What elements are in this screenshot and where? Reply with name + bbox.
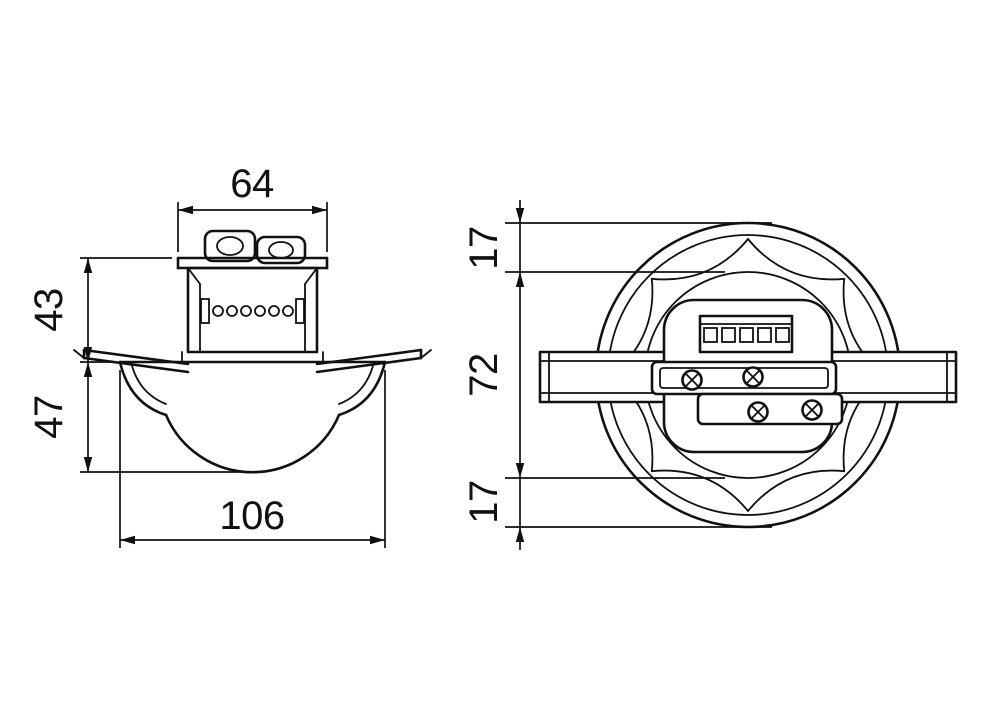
mounting-strap-left <box>538 350 670 404</box>
trim-and-dome <box>118 360 387 474</box>
dimension-106: 106 <box>119 370 386 548</box>
dim-label-17-top: 17 <box>462 226 506 270</box>
rear-view: 17 72 17 <box>462 200 958 550</box>
dim-label-106: 106 <box>219 494 284 538</box>
dimension-43: 43 <box>27 257 172 363</box>
terminal-block <box>698 314 794 354</box>
dome-lens <box>164 413 341 474</box>
housing-body <box>176 256 329 363</box>
side-view: 64 43 47 106 <box>27 162 432 548</box>
dim-label-17-bottom: 17 <box>462 480 506 524</box>
mounting-strap-right <box>826 350 958 404</box>
fixing-screws <box>681 366 823 423</box>
terminal-holes <box>200 298 305 324</box>
dim-label-47: 47 <box>27 395 71 439</box>
dim-label-72: 72 <box>462 353 506 397</box>
trim-ring-outline <box>118 360 168 417</box>
dimension-47: 47 <box>27 362 246 473</box>
dim-label-64: 64 <box>230 162 274 206</box>
dimension-17-72-17: 17 72 17 <box>462 200 772 550</box>
dim-label-43: 43 <box>27 288 71 332</box>
dimension-64: 64 <box>177 162 328 252</box>
